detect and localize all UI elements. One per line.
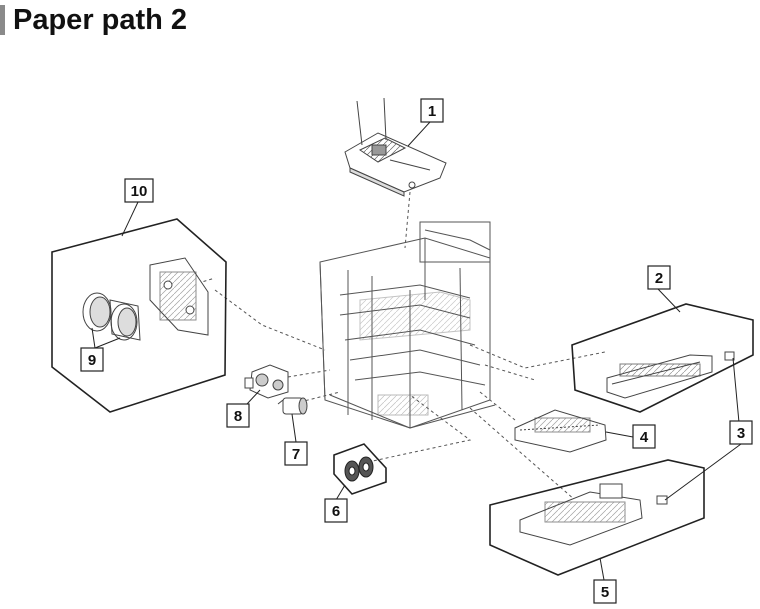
page-title: Paper path 2 <box>13 3 188 36</box>
title-accent-bar <box>0 5 5 35</box>
callout-9: 9 <box>80 347 104 372</box>
svg-text:3: 3 <box>737 425 745 442</box>
callout-4: 4 <box>632 424 656 449</box>
callout-2: 2 <box>647 265 671 290</box>
svg-text:7: 7 <box>292 446 300 463</box>
part-6-gear-box <box>333 443 387 495</box>
svg-text:1: 1 <box>428 103 436 120</box>
svg-text:8: 8 <box>234 408 242 425</box>
part-9-drive-motors <box>82 292 141 341</box>
main-printer-frame <box>319 221 496 429</box>
part-5-tray-assembly <box>519 483 643 546</box>
callout-leader-lines <box>91 121 742 581</box>
part-4-transfer-assembly <box>514 409 607 453</box>
callout-10: 10 <box>124 178 154 203</box>
part-6-gears <box>344 456 374 482</box>
svg-text:6: 6 <box>332 503 340 520</box>
callout-5: 5 <box>593 579 617 604</box>
part-8-gear-assembly <box>244 364 289 399</box>
part-2-guide-assembly-box <box>571 303 754 413</box>
part-1-controller-board <box>344 97 447 197</box>
callout-1: 1 <box>420 98 444 123</box>
part-10-drive-assembly <box>149 257 209 336</box>
callout-3: 3 <box>729 420 753 445</box>
callout-8: 8 <box>226 403 250 428</box>
svg-text:5: 5 <box>601 584 609 601</box>
callout-7: 7 <box>284 441 308 466</box>
part-7-motor <box>277 397 308 415</box>
part-5-tray-assembly-box <box>489 459 705 576</box>
dashed-leader-lines <box>191 191 606 501</box>
part-3-sensor <box>656 351 735 505</box>
part-2-paper-guide <box>606 354 713 399</box>
page-header: Paper path 2 <box>0 4 187 36</box>
svg-text:4: 4 <box>640 429 649 446</box>
svg-text:10: 10 <box>131 183 148 200</box>
svg-text:9: 9 <box>88 352 96 369</box>
part-10-drive-assembly-box <box>51 218 227 413</box>
svg-text:2: 2 <box>655 270 663 287</box>
callout-6: 6 <box>324 498 348 523</box>
